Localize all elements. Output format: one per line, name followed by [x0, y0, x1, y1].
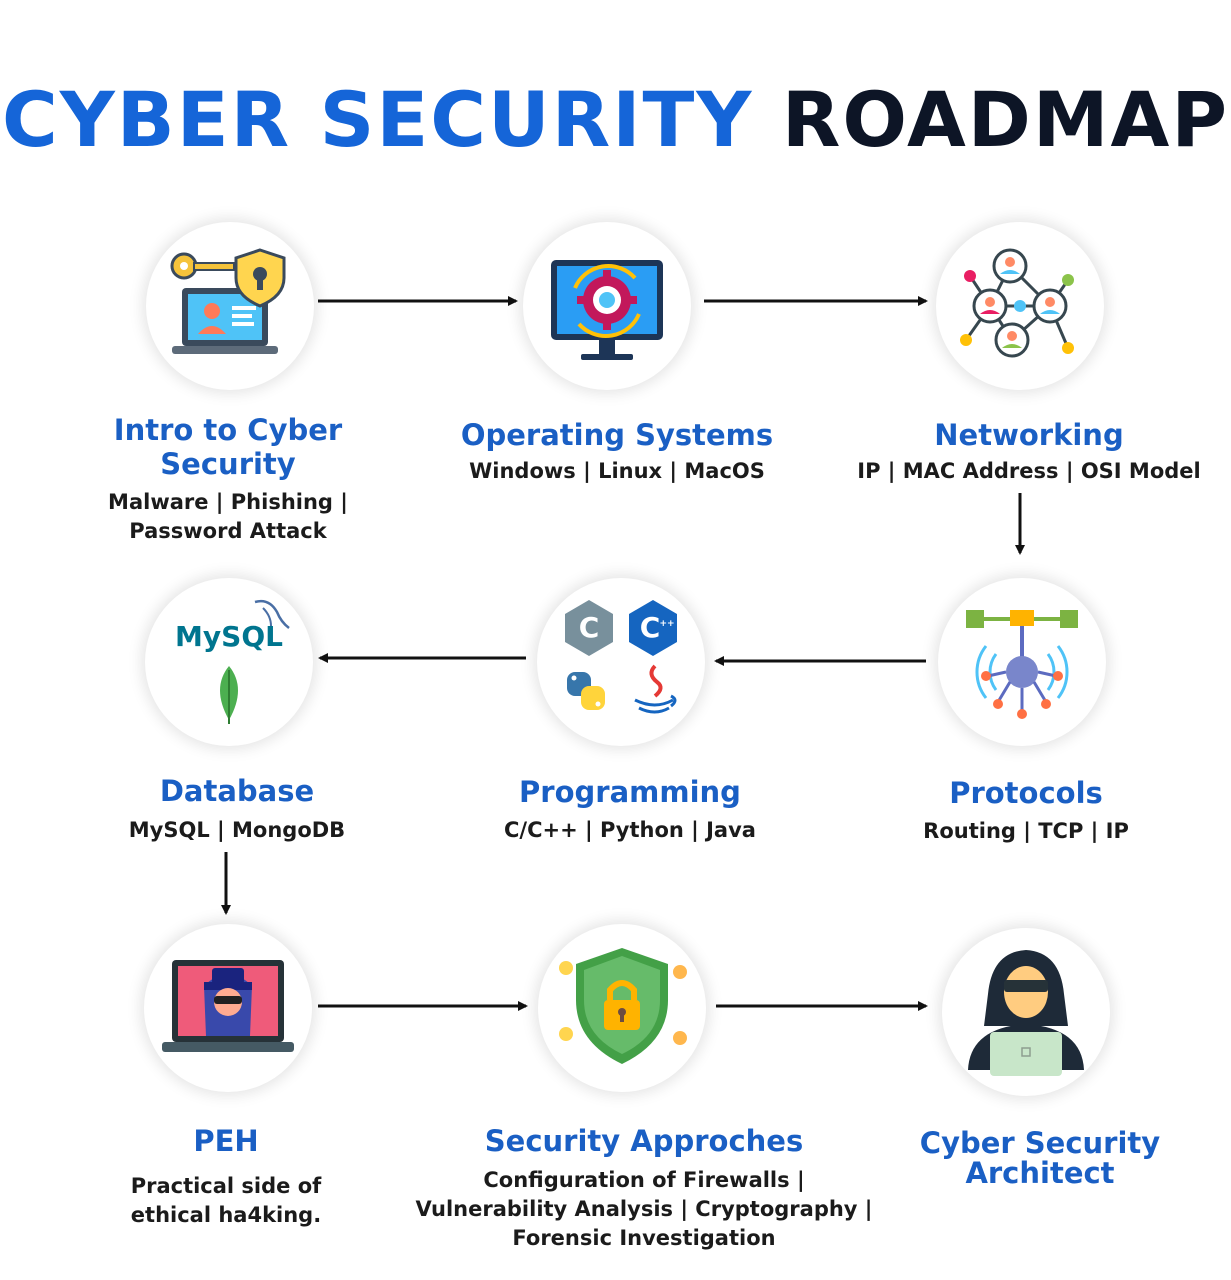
node-networking-title: Networking [934, 418, 1124, 452]
programming-languages-icon: C C ++ [565, 600, 677, 714]
hacker-laptop-icon [162, 960, 294, 1052]
node-security-title: Security Approches [484, 1124, 804, 1158]
node-intro-title-line1: Intro to Cyber [113, 413, 343, 447]
mysql-mongodb-icon: MySQL [175, 599, 290, 724]
title-highlight: CYBER SECURITY [1, 75, 754, 164]
node-intro-title-line2: Security [160, 447, 296, 481]
node-os-subtitle: Windows | Linux | MacOS [469, 459, 765, 483]
protocol-hub-icon [966, 610, 1078, 719]
node-networking-circle [936, 222, 1104, 390]
node-security-subtitle-line2: Vulnerability Analysis | Cryptography | [415, 1197, 873, 1221]
node-os-title: Operating Systems [460, 418, 774, 452]
node-peh-subtitle: Practical side of ethical ha4king. [36, 1172, 416, 1230]
node-intro-subtitle-line2: Password Attack [129, 519, 327, 543]
node-intro-title: Intro to Cyber Security [48, 413, 408, 481]
node-os-circle [523, 222, 691, 390]
node-security-subtitle: Configuration of Firewalls | Vulnerabili… [354, 1166, 934, 1253]
node-architect-title-line1: Cyber Security [919, 1126, 1161, 1160]
node-peh-subtitle-line1: Practical side of [130, 1174, 322, 1198]
node-database-title: Database [159, 774, 315, 808]
node-intro-subtitle: Malware | Phishing | Password Attack [38, 488, 418, 546]
node-architect-title: Cyber Security Architect [860, 1128, 1220, 1188]
svg-text:C: C [640, 611, 661, 644]
svg-text:++: ++ [659, 619, 674, 629]
node-peh-circle [144, 924, 312, 1092]
node-database-circle: MySQL [145, 578, 313, 746]
svg-text:C: C [579, 611, 600, 644]
node-architect-circle [942, 928, 1110, 1096]
node-intro-circle [146, 222, 314, 390]
node-security-subtitle-line1: Configuration of Firewalls | [483, 1168, 805, 1192]
key-shield-laptop-icon [170, 248, 286, 354]
title-rest: ROADMAP [781, 75, 1230, 164]
monitor-gear-icon [551, 260, 663, 360]
mysql-logo-text: MySQL [175, 620, 283, 653]
node-programming-title: Programming [519, 775, 741, 809]
hooded-hacker-icon [968, 950, 1084, 1076]
node-architect-title-line2: Architect [965, 1156, 1115, 1190]
page-title: CYBER SECURITY ROADMAP [0, 70, 1231, 170]
node-peh-subtitle-line2: ethical ha4king. [130, 1203, 322, 1227]
security-shield-lock-icon [559, 948, 687, 1064]
people-network-icon [960, 248, 1074, 358]
node-peh-title: PEH [193, 1124, 259, 1158]
node-intro-subtitle-line1: Malware | Phishing | [108, 490, 348, 514]
node-protocols-subtitle: Routing | TCP | IP [923, 819, 1129, 843]
node-programming-subtitle: C/C++ | Python | Java [504, 818, 756, 842]
node-networking-subtitle: IP | MAC Address | OSI Model [857, 459, 1201, 483]
node-programming-circle: C C ++ [537, 578, 705, 746]
node-database-subtitle: MySQL | MongoDB [128, 818, 346, 842]
node-security-subtitle-line3: Forensic Investigation [512, 1226, 776, 1250]
node-security-circle [538, 924, 706, 1092]
node-protocols-circle [938, 578, 1106, 746]
node-protocols-title: Protocols [949, 776, 1103, 810]
